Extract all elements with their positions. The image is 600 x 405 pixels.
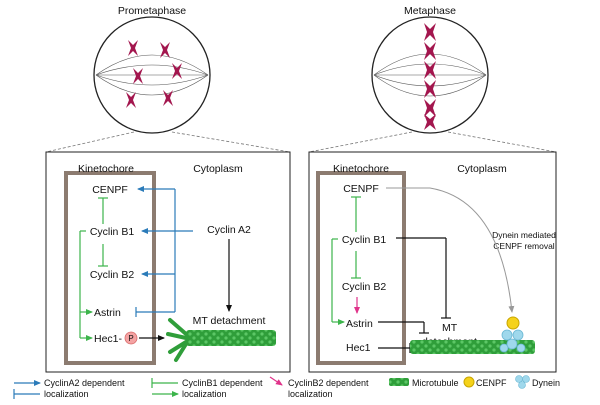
legend-microtubule: Microtubule xyxy=(412,378,459,388)
prometaphase-cenpf: CENPF xyxy=(92,184,128,196)
legend-cenpf: CENPF xyxy=(476,378,507,388)
metaphase-inhibition-lines xyxy=(378,237,451,353)
metaphase-b1-links xyxy=(331,196,361,325)
mt-detachment-arrows xyxy=(139,239,232,341)
prometaphase-chromosomes xyxy=(126,40,182,108)
legend-b1-line2: localization xyxy=(182,389,227,399)
legend-b2-arrow-icon xyxy=(269,376,283,386)
metaphase-cyclin-b1: Cyclin B1 xyxy=(342,234,387,246)
zoom-lines xyxy=(45,131,557,153)
metaphase-panel xyxy=(308,151,557,373)
prometaphase-cyclin-b2: Cyclin B2 xyxy=(90,269,135,281)
prometaphase-hec1: Hec1- xyxy=(94,333,123,345)
prometaphase-kinetochore-label: Kinetochore xyxy=(78,163,134,175)
prometaphase-microtubules xyxy=(166,318,276,362)
legend-microtubule-icon xyxy=(389,378,409,386)
cyclin-b1-links xyxy=(79,197,108,341)
metaphase-cell xyxy=(371,16,489,134)
metaphase-kinetochore-label: Kinetochore xyxy=(333,163,389,175)
cenpf-cargo-icon xyxy=(506,316,520,330)
phospho-badge xyxy=(124,331,138,345)
legend-b2-line2: localization xyxy=(288,389,333,399)
dynein-note-line1: Dynein mediated xyxy=(492,230,556,240)
metaphase-title: Metaphase xyxy=(404,5,456,17)
legend-a2-line1: CyclinA2 dependent xyxy=(44,378,125,388)
legend-b1-line1: CyclinB1 dependent xyxy=(182,378,263,388)
prometaphase-cytoplasm-label: Cytoplasm xyxy=(193,163,243,175)
prometaphase-astrin: Astrin xyxy=(94,307,121,319)
metaphase-cytoplasm-label: Cytoplasm xyxy=(457,163,507,175)
prometaphase-cell xyxy=(93,16,211,134)
dynein-removal-arrow xyxy=(386,187,515,313)
legend-a2-line2: localization xyxy=(44,389,89,399)
prometaphase-title: Prometaphase xyxy=(118,5,186,17)
metaphase-chromosomes xyxy=(424,23,436,130)
metaphase-hec1: Hec1 xyxy=(346,342,371,354)
legend-cenpf-icon xyxy=(463,376,475,388)
cyclin-a2-arrows xyxy=(135,186,193,317)
dynein-complex xyxy=(499,329,526,353)
legend-b2-line1: CyclinB2 dependent xyxy=(288,378,369,388)
metaphase-cenpf: CENPF xyxy=(343,183,379,195)
legend-dynein: Dynein xyxy=(532,378,560,388)
phospho-label: P xyxy=(128,334,133,343)
dynein-note-line2: CENPF removal xyxy=(493,241,555,251)
metaphase-kinetochore-box xyxy=(316,171,406,365)
legend-dynein-icon xyxy=(515,375,530,389)
metaphase-cyclin-b2: Cyclin B2 xyxy=(342,281,387,293)
metaphase-mt-label: MT xyxy=(442,322,458,334)
prometaphase-mt-detachment: MT detachment xyxy=(193,315,266,327)
prometaphase-cyclin-b1: Cyclin B1 xyxy=(90,226,135,238)
prometaphase-kinetochore-box xyxy=(64,171,156,365)
prometaphase-panel xyxy=(45,151,291,373)
prometaphase-cyclin-a2: Cyclin A2 xyxy=(207,224,251,236)
legend: CyclinA2 dependent localization CyclinB1… xyxy=(13,375,560,399)
metaphase-astrin: Astrin xyxy=(346,318,373,330)
